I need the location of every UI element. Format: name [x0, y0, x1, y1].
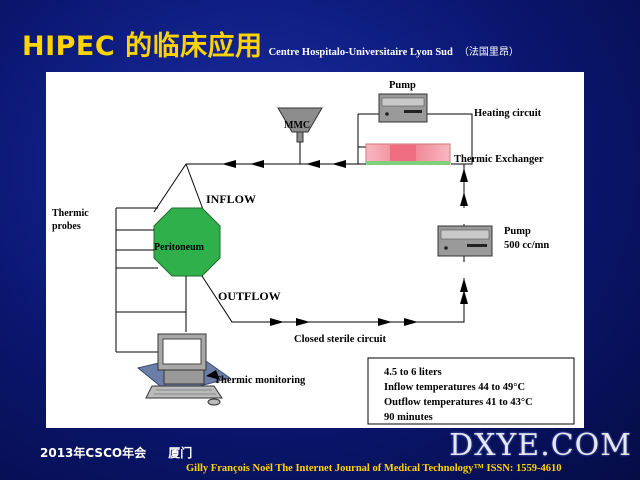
pump-top-device	[378, 93, 428, 123]
inflow-arrow-2	[306, 160, 320, 168]
thermic-probes-label-2: probes	[52, 221, 81, 232]
inflow-arrow-1	[332, 160, 346, 168]
footer-conference: 2013年CSCO年会 厦门	[40, 444, 192, 461]
info-line-outflow-temp: Outflow temperatures 41 to 43°C	[384, 397, 533, 408]
monitoring-arrow	[206, 370, 220, 380]
computer-icon	[136, 333, 232, 406]
up-arrow-low-2	[460, 290, 468, 304]
pump-top-label: Pump	[389, 80, 416, 91]
up-arrow-high-2	[460, 168, 468, 182]
outflow-arrow-3	[378, 318, 392, 326]
heating-circuit-line-right	[424, 113, 473, 165]
mmc-label: MMC	[284, 120, 310, 131]
outflow-arrow-2	[296, 318, 310, 326]
inflow-branch-left	[153, 163, 187, 213]
conference-name: 2013年CSCO年会	[40, 446, 147, 460]
thermic-monitoring-label: Thermic monitoring	[214, 375, 306, 386]
footer-citation: Gilly François Noël The Internet Journal…	[186, 463, 562, 474]
inflow-arrow-4	[222, 160, 236, 168]
hipec-circuit-diagram: Pump Heating circuit Thermic Exchanger M…	[52, 80, 575, 425]
title-source: Centre Hospitalo-Universitaire Lyon Sud	[268, 47, 453, 58]
title-main: HIPEC 的临床应用	[22, 31, 263, 62]
pump-right-rate: 500 cc/mn	[504, 240, 549, 251]
mmc-reservoir	[277, 107, 323, 164]
up-arrow-high-1	[460, 192, 468, 206]
thermic-probes-label-1: Thermic	[52, 208, 89, 219]
peritoneum-label: Peritoneum	[154, 242, 205, 253]
inflow-arrow-3	[250, 160, 264, 168]
closed-circuit-label: Closed sterile circuit	[294, 334, 386, 345]
heating-circuit-label: Heating circuit	[474, 108, 542, 119]
thermic-exchanger-label: Thermic Exchanger	[454, 154, 544, 165]
up-arrow-low-1	[460, 278, 468, 292]
thermic-probe-wires	[115, 207, 187, 353]
conference-city: 厦门	[168, 446, 193, 460]
info-box	[367, 357, 575, 425]
title-location: （法国里昂）	[458, 47, 519, 58]
info-line-duration: 90 minutes	[384, 412, 433, 423]
inflow-branch-right	[185, 163, 205, 213]
thermic-exchanger	[365, 143, 451, 165]
dxye-logo: DXYE.COM	[449, 427, 632, 463]
pump-right-device	[437, 225, 493, 257]
inflow-label: INFLOW	[206, 192, 256, 206]
pump-right-label: Pump	[504, 226, 531, 237]
slide-title: HIPEC 的临床应用 Centre Hospitalo-Universitai…	[22, 24, 519, 62]
outflow-label: OUTFLOW	[218, 289, 281, 303]
outflow-arrow-1	[270, 318, 284, 326]
info-line-volume: 4.5 to 6 liters	[384, 367, 442, 378]
hipec-diagram-panel: Pump Heating circuit Thermic Exchanger M…	[46, 72, 584, 428]
info-line-inflow-temp: Inflow temperatures 44 to 49°C	[384, 382, 525, 393]
outflow-arrow-4	[404, 318, 418, 326]
